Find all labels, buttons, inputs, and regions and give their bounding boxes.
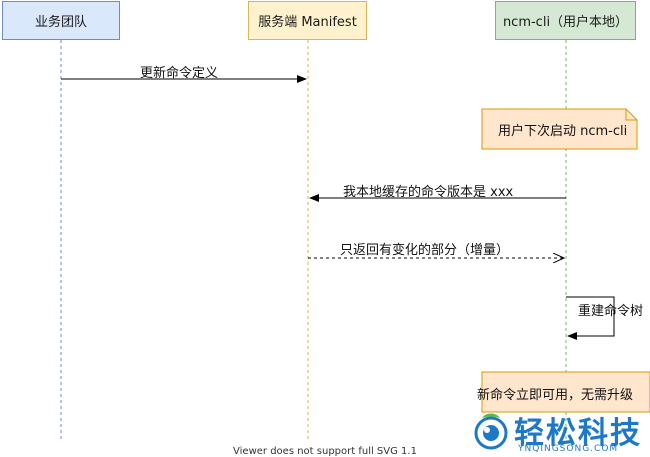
leaf-icon xyxy=(474,413,508,450)
viewer-footer: Viewer does not support full SVG 1.1 xyxy=(233,446,417,457)
watermark-title: 轻松科技 xyxy=(514,416,642,451)
participant-team-label: 业务团队 xyxy=(34,15,87,30)
participant-server-label: 服务端 Manifest xyxy=(258,15,357,30)
message-label-update: 更新命令定义 xyxy=(140,66,219,81)
participant-client: ncm-cli（用户本地） xyxy=(495,1,636,40)
message-arrow-rebuild xyxy=(566,296,615,340)
watermark-logo: 轻松科技 YNQINGSONG.COM xyxy=(466,408,650,456)
note-end-text: 新命令立即可用，无需升级 xyxy=(477,388,634,403)
watermark-subtitle: YNQINGSONG.COM xyxy=(518,444,619,454)
participant-client-label: ncm-cli（用户本地） xyxy=(502,15,629,30)
participant-team: 业务团队 xyxy=(2,1,120,40)
note-start-fold xyxy=(625,109,637,121)
note-start-shape xyxy=(481,108,638,150)
note-start-text: 用户下次启动 ncm-cli xyxy=(498,124,628,139)
note-end-shape xyxy=(481,371,650,413)
participant-server: 服务端 Manifest xyxy=(248,1,367,40)
message-label-delta: 只返回有变化的部分（增量） xyxy=(340,243,510,258)
message-label-rebuild: 重建命令树 xyxy=(578,304,644,319)
message-label-version: 我本地缓存的命令版本是 xxx xyxy=(343,185,514,200)
